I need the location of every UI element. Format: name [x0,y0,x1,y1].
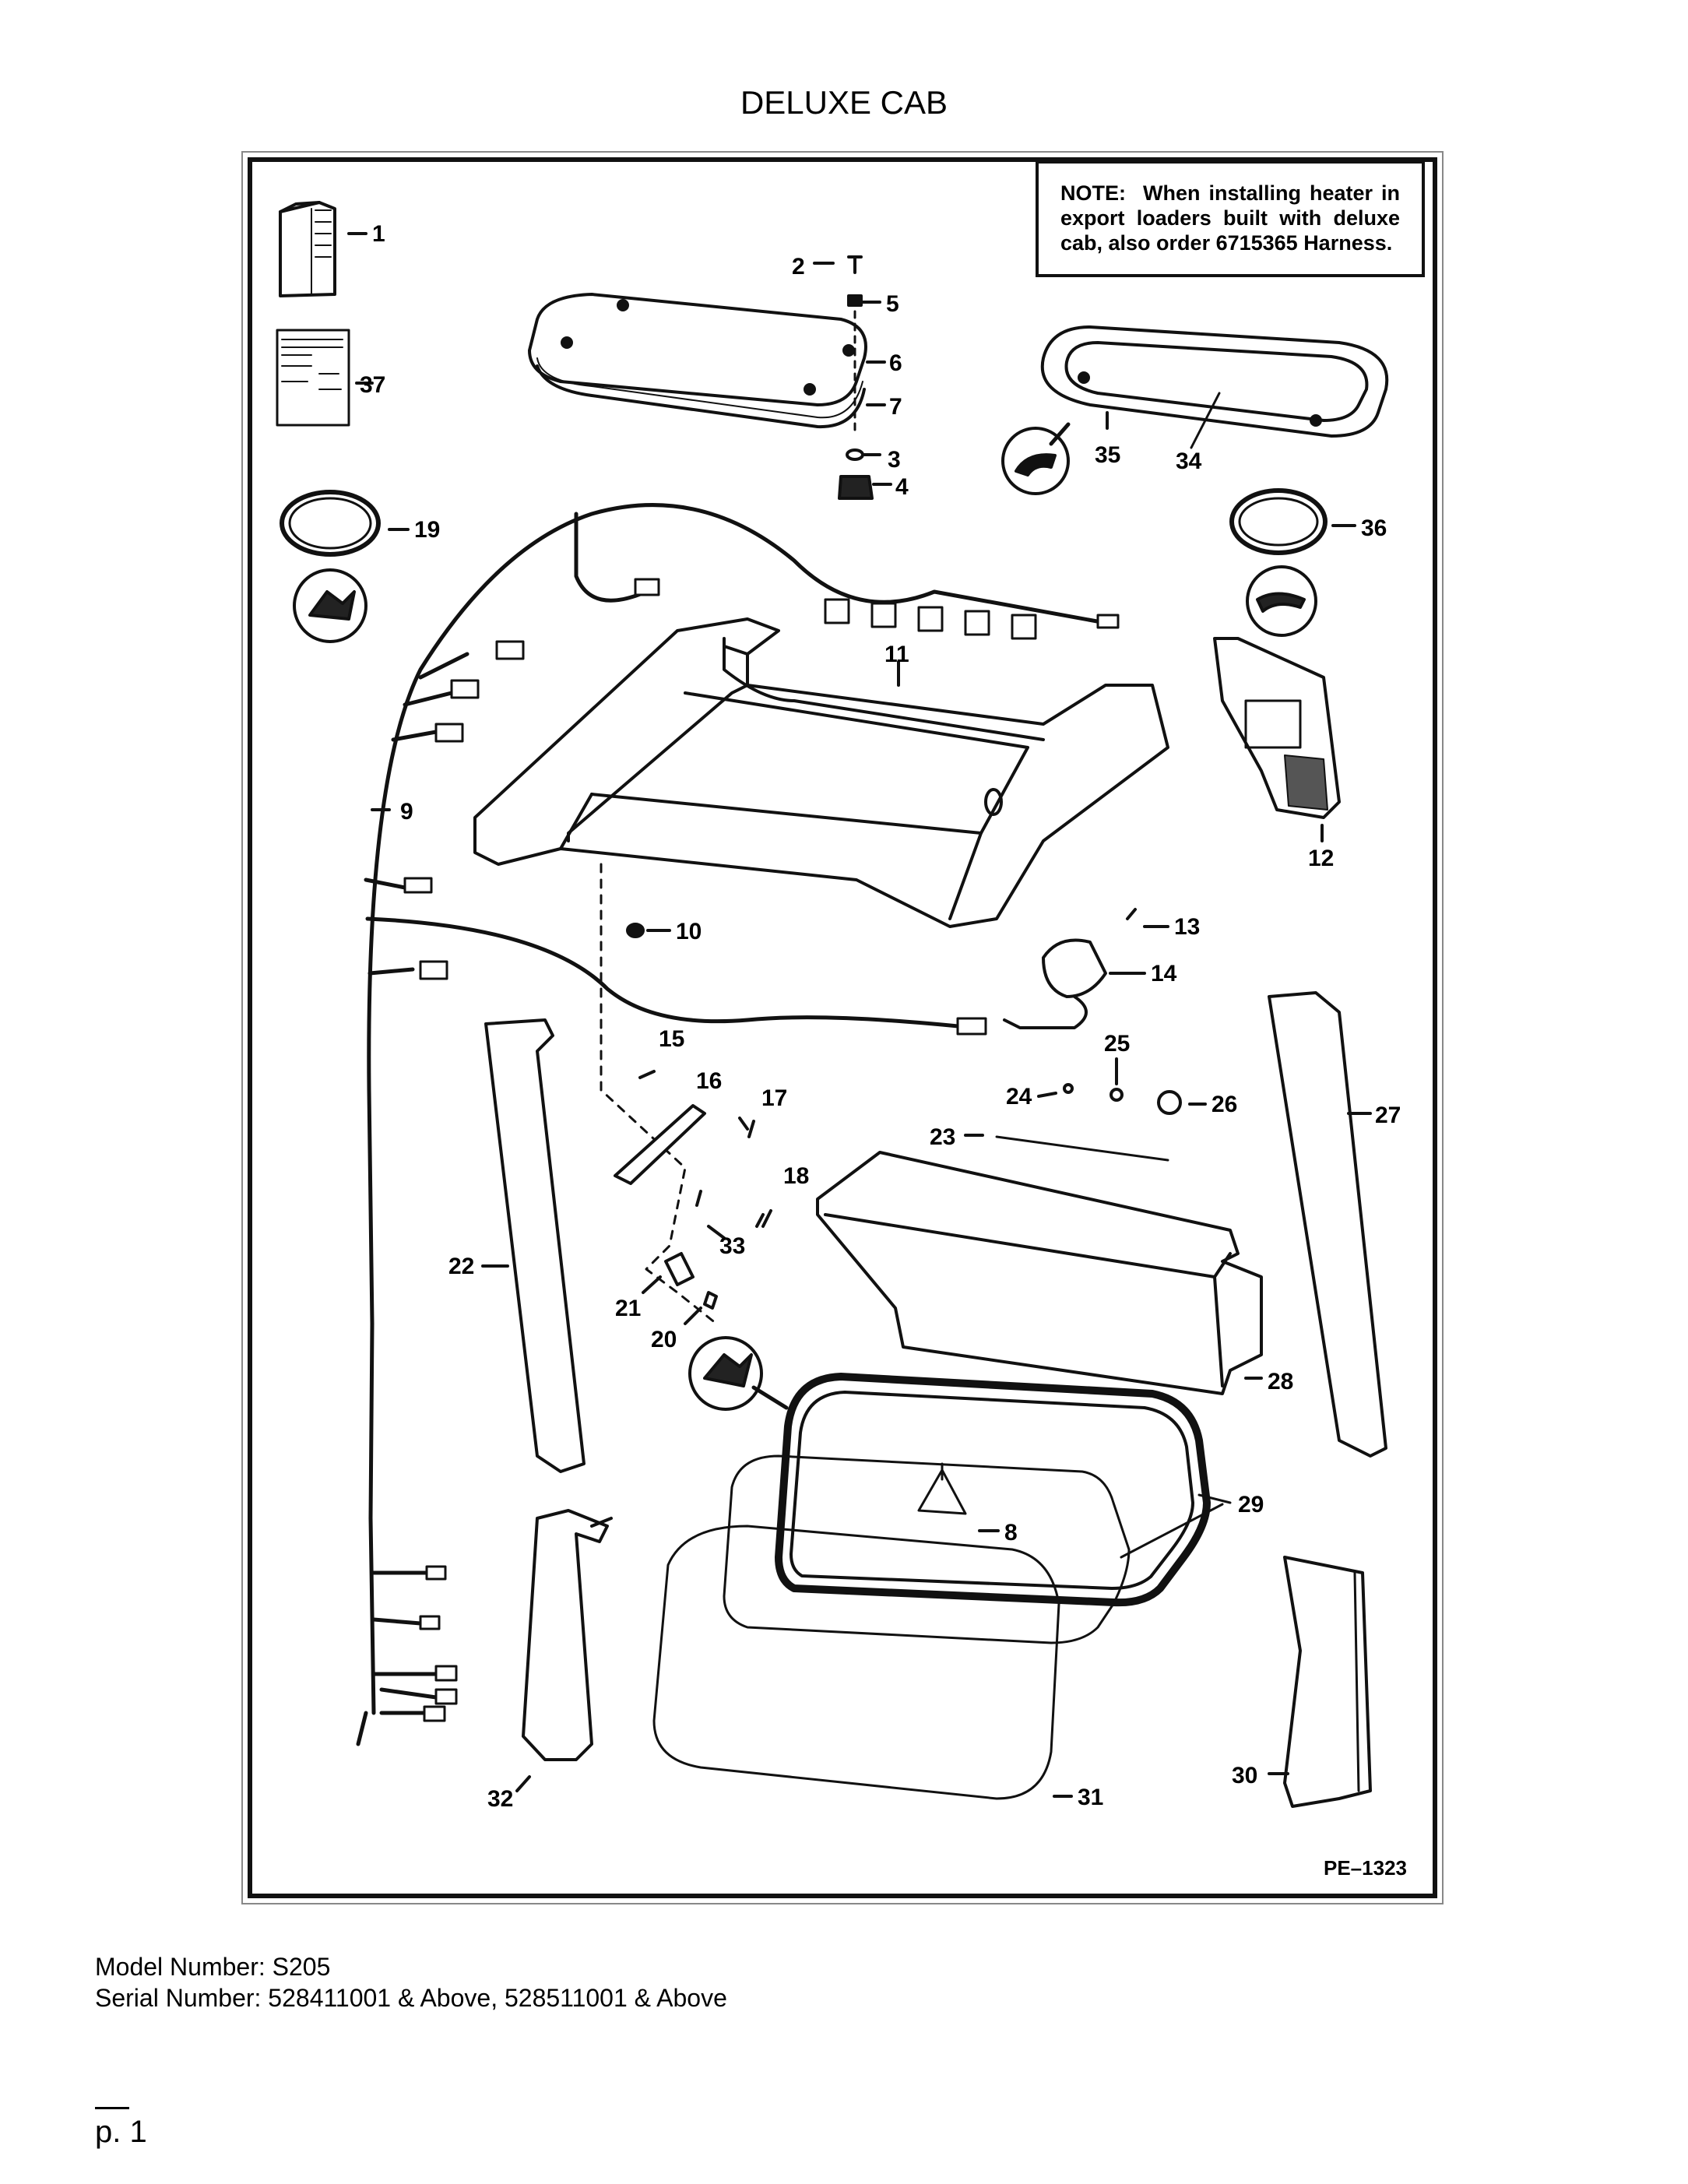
callout-2: 2 [792,254,805,280]
callout-28: 28 [1268,1369,1293,1394]
callout-11: 11 [884,642,909,667]
part-9-harness [356,503,1108,1746]
part-6-7-panel [528,293,867,429]
callout-12: 12 [1308,846,1334,871]
callout-1: 1 [372,221,385,247]
footer: Model Number: S205 Serial Number: 528411… [95,1951,727,2013]
callout-30: 30 [1232,1763,1257,1788]
diagram-code: PE–1323 [1324,1856,1407,1880]
part-34-gasket [1040,325,1389,438]
callout-22: 22 [448,1254,474,1279]
callout-29: 29 [1238,1492,1264,1518]
page-number: p. 1 [95,2115,147,2149]
callout-4: 4 [895,474,909,500]
diagram-frame [241,151,1444,1904]
note-label: NOTE: [1060,181,1126,205]
callout-14: 14 [1151,961,1177,986]
callout-10: 10 [676,919,702,944]
callout-26: 26 [1211,1092,1237,1117]
callout-16: 16 [696,1068,722,1094]
callout-27: 27 [1375,1103,1401,1128]
callout-23: 23 [930,1124,955,1150]
callout-32: 32 [487,1786,513,1812]
part-12-panel [1213,637,1341,819]
callout-24: 24 [1006,1084,1032,1110]
callout-9: 9 [400,799,413,825]
callout-labels: 1 2 3 4 5 6 7 8 9 10 11 12 13 14 15 16 1… [360,221,1401,1812]
callout-20: 20 [651,1327,677,1352]
callout-15: 15 [659,1026,684,1052]
installation-note: NOTE: When installing heater in export l… [1036,160,1425,277]
callout-33: 33 [719,1233,745,1259]
callout-18: 18 [783,1163,809,1189]
callout-25: 25 [1104,1031,1130,1057]
part-11-headliner [473,617,1169,928]
callout-21: 21 [615,1296,641,1321]
callout-36: 36 [1361,515,1387,541]
callout-31: 31 [1078,1785,1103,1810]
callout-6: 6 [889,350,902,376]
serial-number: Serial Number: 528411001 & Above, 528511… [95,1984,727,2012]
callout-34: 34 [1176,448,1202,474]
callout-19: 19 [414,517,440,543]
callout-35: 35 [1095,442,1120,468]
callout-3: 3 [888,447,901,473]
part-29-seal [775,1373,1211,1607]
page-title: DELUXE CAB [740,84,948,121]
part-37-sheet [276,329,350,427]
callout-8: 8 [1004,1520,1018,1546]
callout-17: 17 [761,1085,787,1111]
note-text: When installing heater in export loaders… [1060,181,1400,255]
model-number: Model Number: S205 [95,1953,331,1981]
part-1-box [279,201,336,297]
callout-7: 7 [889,394,902,420]
callout-37: 37 [360,372,385,398]
callout-5: 5 [886,291,899,317]
callout-13: 13 [1174,914,1200,940]
page-number-rule [95,2107,129,2109]
